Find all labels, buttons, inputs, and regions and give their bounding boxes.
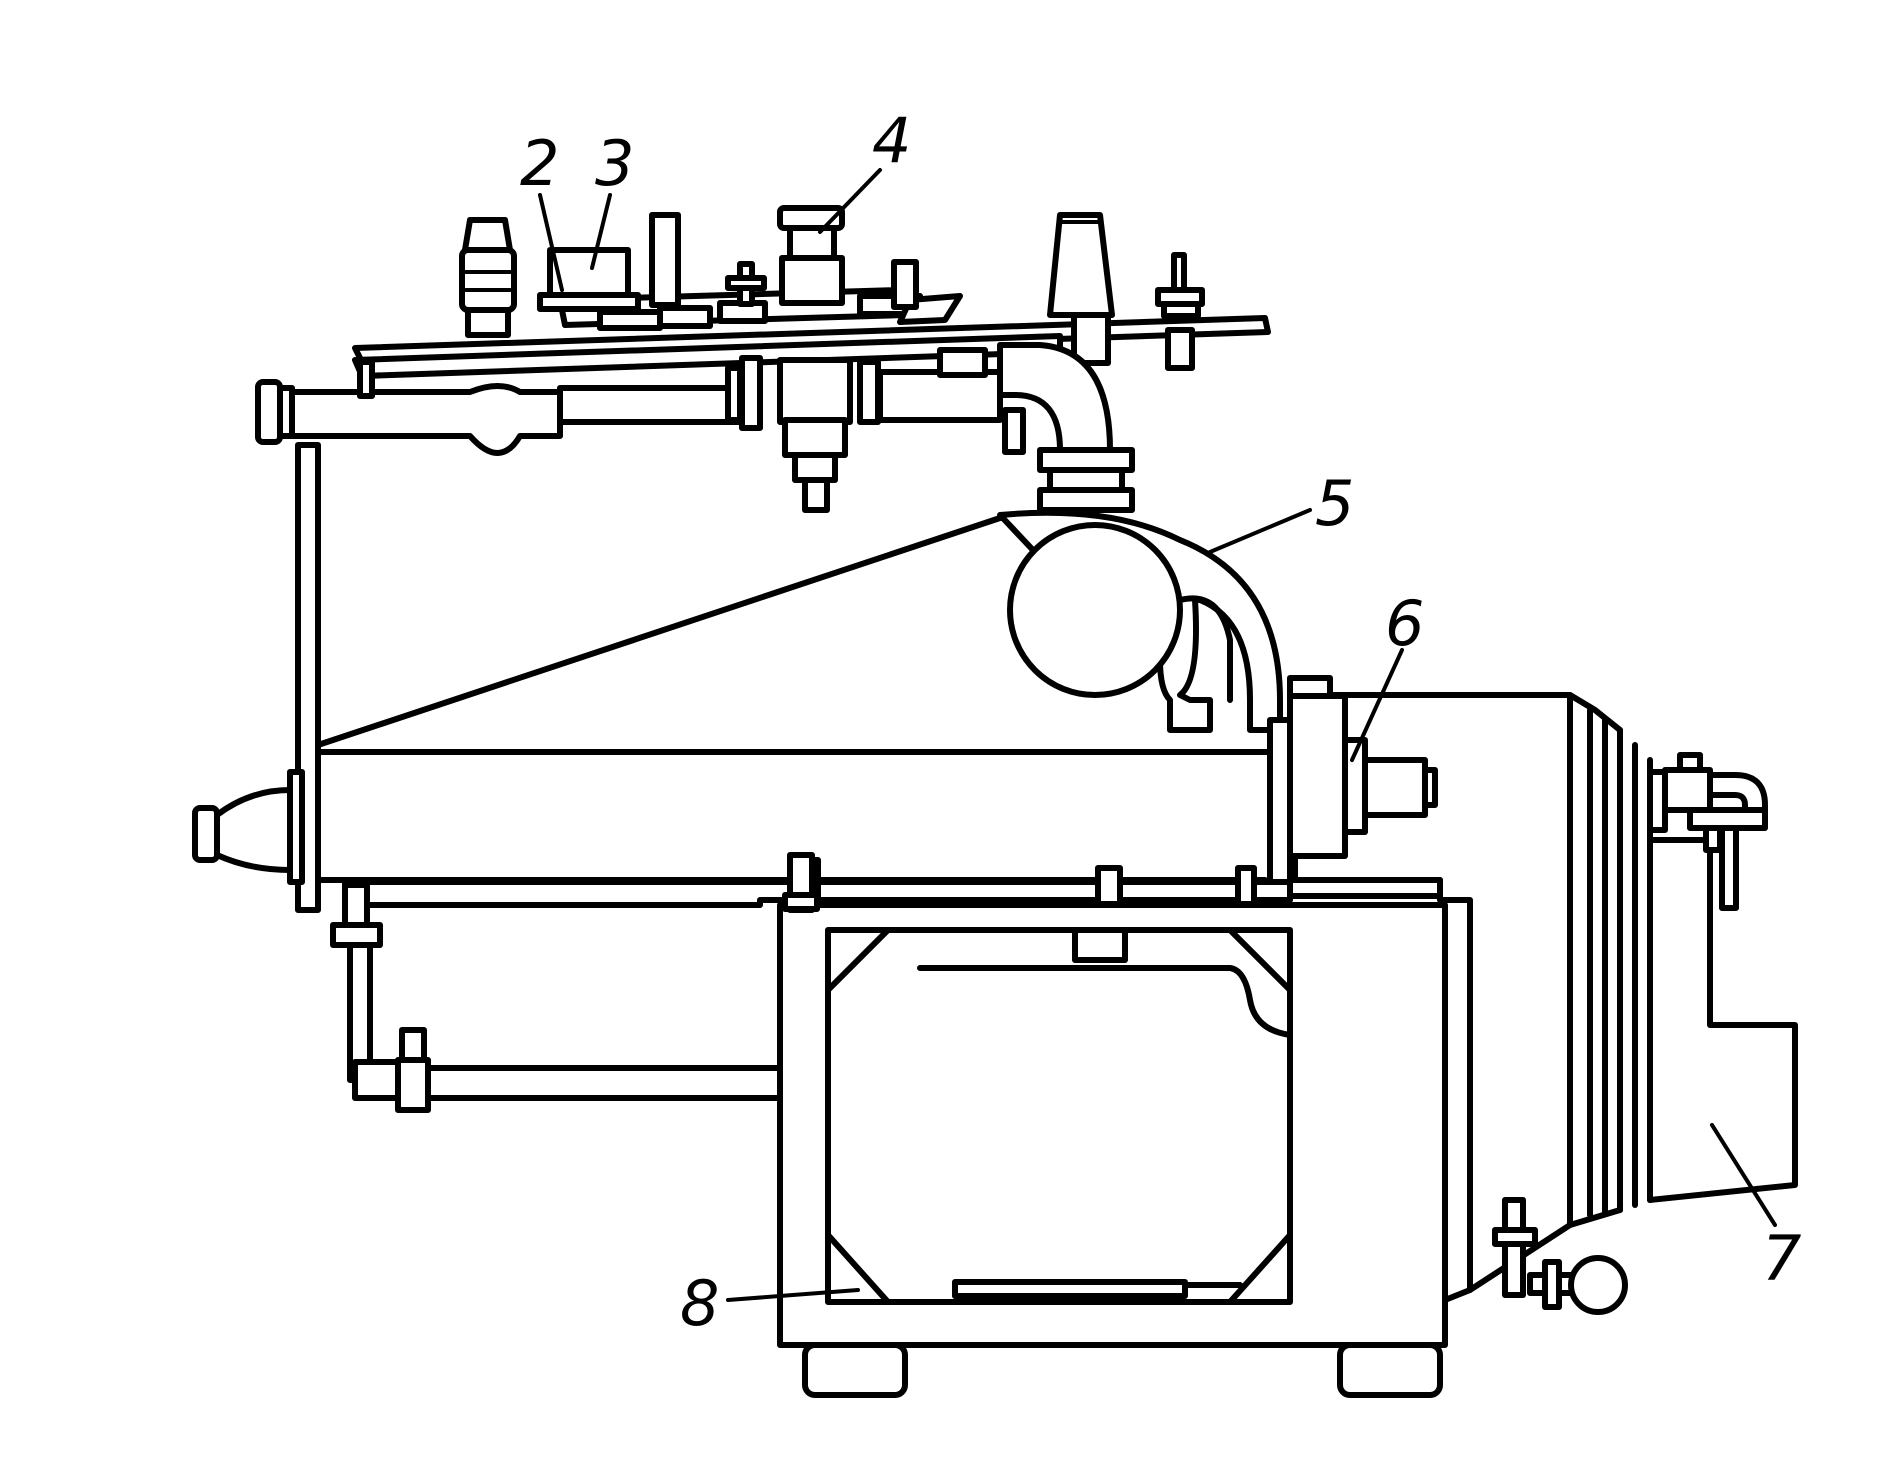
- drain-valve-gauge: [1442, 1197, 1628, 1315]
- manifold-block: [877, 347, 1026, 455]
- elbow-pipe: [997, 342, 1135, 513]
- leader-2: [538, 193, 564, 292]
- callout-label-6: 6: [1385, 587, 1424, 660]
- coupling-6: [1267, 675, 1443, 899]
- leader-8: [726, 1288, 860, 1302]
- central-valve-body: [777, 357, 853, 513]
- left-end-cap: [192, 769, 305, 885]
- callout-label-4: 4: [872, 104, 911, 177]
- callout-label-5: 5: [1315, 467, 1354, 540]
- left-insulator: [459, 217, 517, 338]
- leader-5: [1208, 508, 1312, 554]
- upper-pipe: [255, 355, 881, 456]
- leader-3: [590, 193, 612, 270]
- leader-lines: [538, 168, 1777, 1302]
- callout-label-2: 2: [520, 127, 559, 200]
- pump-housing-5: [997, 509, 1283, 733]
- right-insulator: [1047, 212, 1115, 366]
- motor-body-7: [1292, 692, 1798, 1293]
- relay-box-2-3: [537, 212, 681, 312]
- leader-4: [818, 168, 882, 234]
- deck-terminal: [1155, 252, 1205, 371]
- callout-label-7: 7: [1762, 1222, 1801, 1295]
- leader-7: [1710, 1123, 1777, 1227]
- top-deck: [352, 287, 1271, 379]
- callout-label-3: 3: [595, 127, 634, 200]
- valve-4: [725, 205, 919, 310]
- leader-6: [1350, 648, 1404, 762]
- cabinet-8: [777, 852, 1448, 1398]
- callout-label-8: 8: [680, 1267, 719, 1340]
